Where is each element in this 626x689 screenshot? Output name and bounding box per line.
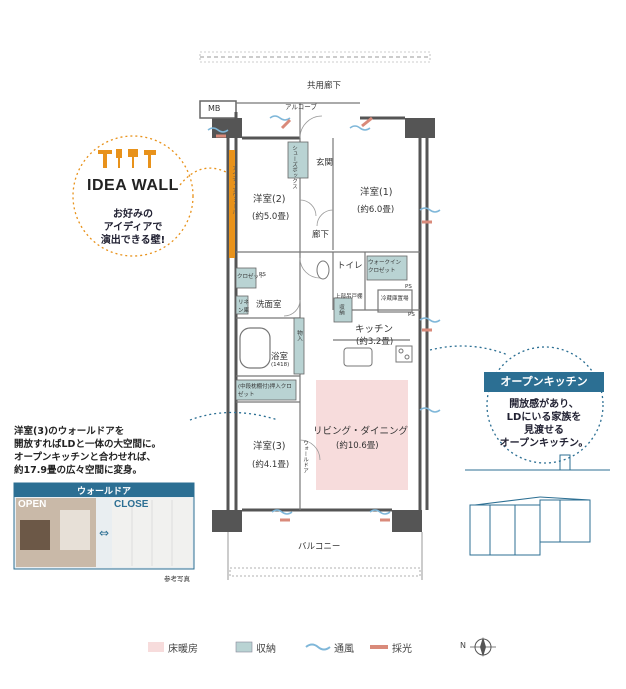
room1-name: 洋室(1) xyxy=(360,187,393,198)
photo-open-label: OPEN xyxy=(18,499,47,510)
corridor-label: 共用廊下 xyxy=(307,81,342,91)
legend-ventilation: 通風 xyxy=(334,644,354,655)
kitchen-name: キッチン xyxy=(355,324,394,335)
room2-size: (約5.0畳) xyxy=(252,212,290,222)
room3-size: (約4.1畳) xyxy=(252,460,290,470)
ps2-label: PS xyxy=(405,284,412,290)
ld-name: リビング・ダイニング xyxy=(313,426,409,437)
bath-label: 浴室 xyxy=(271,352,289,362)
toilet-label: トイレ xyxy=(337,261,363,271)
photo-header: ウォールドア xyxy=(76,486,131,496)
open-kitchen-text: 開放感があり、 LDにいる家族を 見渡せる オープンキッチン。 xyxy=(484,398,604,450)
open-kitchen-line4: オープンキッチン。 xyxy=(499,438,589,449)
mb-label: MB xyxy=(208,104,221,113)
balcony-label: バルコニー xyxy=(298,542,341,552)
oshiire-label: (中段枕棚付)押入クロゼット xyxy=(238,384,292,398)
idea-wall-line2: アイディアで xyxy=(103,222,163,233)
idea-wall-line1: お好みの xyxy=(113,209,153,220)
legend-storage: 収納 xyxy=(256,644,276,655)
photo-close-label: CLOSE xyxy=(114,499,149,510)
wall-door-note: 洋室(3)のウォールドアを 開放すればLDと一体の大空間に。 オープンキッチンと… xyxy=(14,425,214,477)
open-kitchen-badge: オープンキッチン xyxy=(484,372,604,392)
idea-wall-title: IDEA WALL xyxy=(87,177,179,194)
open-kitchen-line2: LDにいる家族を xyxy=(506,412,582,423)
note-line3: オープンキッチンと合わせれば、 xyxy=(14,452,156,463)
column-bottom-right xyxy=(392,510,422,532)
room3-name: 洋室(3) xyxy=(253,441,286,452)
linen-label: リネン庫 xyxy=(238,300,250,314)
hall-label: 廊下 xyxy=(312,230,330,240)
compass-north: N xyxy=(460,641,466,650)
fridge-label: 冷蔵庫置場 xyxy=(381,296,409,302)
room2-name: 洋室(2) xyxy=(253,194,286,205)
wall-door-label: ウォールドア xyxy=(302,440,308,473)
idea-wall-line3: 演出できる壁! xyxy=(100,235,166,246)
storage-label: 収納 xyxy=(338,304,344,315)
entrance-label: 玄関 xyxy=(316,158,334,168)
ps1-label: PS xyxy=(259,272,266,278)
tools-icon xyxy=(96,147,166,169)
bath-size: (1418) xyxy=(271,362,290,368)
note-line1: 洋室(3)のウォールドアを xyxy=(14,426,125,437)
note-line4: 約17.9畳の広々空間に変身。 xyxy=(14,465,142,476)
shoes-label: シューズボックス xyxy=(291,145,297,189)
note-line2: 開放すればLDと一体の大空間に。 xyxy=(14,439,161,450)
ps3-label: PS xyxy=(408,312,415,318)
alcove-label: アルコーブ xyxy=(285,103,317,111)
closet-label: クロゼット xyxy=(237,274,265,280)
open-kitchen-line3: 見渡せる xyxy=(524,425,564,436)
column-top-right xyxy=(405,118,435,138)
legend-daylight: 採光 xyxy=(392,644,412,655)
storage2-label: 物入 xyxy=(296,330,302,341)
column-bottom-left xyxy=(212,510,242,532)
ld-size: (約10.6畳) xyxy=(336,441,379,451)
svg-text:⇔: ⇔ xyxy=(99,526,109,540)
wash-label: 洗面室 xyxy=(256,300,282,310)
legend-floor-heating: 床暖房 xyxy=(168,644,198,655)
wic-label: ウォークインクロゼット xyxy=(368,260,402,274)
kitchen-size: (約3.2畳) xyxy=(356,337,394,347)
open-kitchen-line1: 開放感があり、 xyxy=(509,399,579,410)
photo-caption: 参考写真 xyxy=(164,575,190,583)
upper-shelf-label: 上部吊戸棚 xyxy=(335,294,363,300)
idea-wall-text: お好みの アイディアで 演出できる壁! xyxy=(85,208,181,247)
idea-wall-label: アイディアウォール xyxy=(231,165,237,215)
room1-size: (約6.0畳) xyxy=(357,205,395,215)
